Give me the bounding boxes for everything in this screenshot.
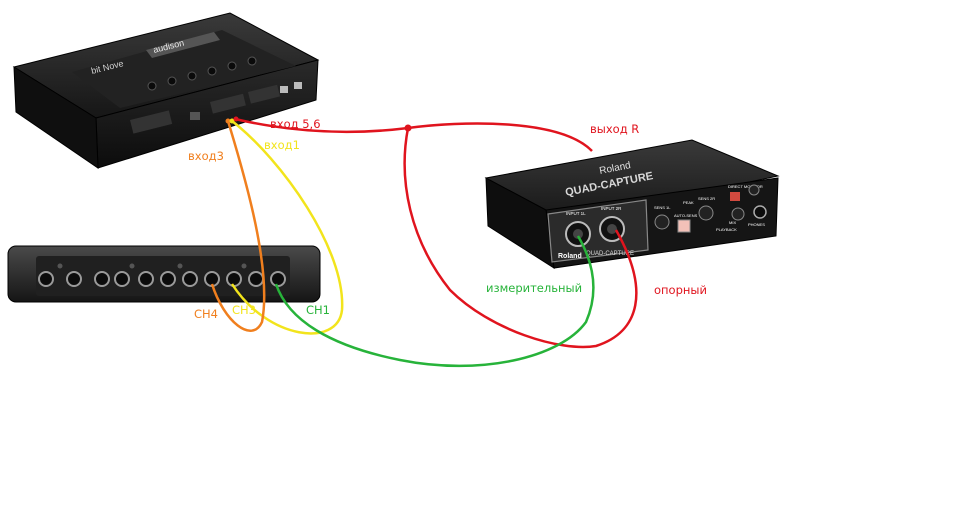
- interface-sens-2-knob: [698, 205, 714, 221]
- interface-brand-front: Roland: [558, 253, 582, 260]
- interface-sens-1-knob: [654, 214, 670, 230]
- rca-box: [7, 245, 321, 303]
- rca-jacks: [38, 271, 286, 287]
- dsp-connector-block-3: [248, 84, 281, 104]
- interface-input-1-jack-core: [573, 229, 583, 239]
- dsp-optical-port-1: [280, 86, 288, 93]
- cable-red-junction: [404, 124, 412, 132]
- interface-auto-sens-label: AUTO-SENS: [674, 213, 698, 218]
- interface-sens-2-label: SENS 2R: [698, 196, 715, 201]
- cable-orange-in3-to-ch4: [210, 120, 266, 332]
- interface-sens-1-label: SENS 1L: [654, 205, 671, 210]
- dsp-connector-block-1: [130, 110, 173, 134]
- dsp-brand-plate: [146, 32, 220, 58]
- label-input-1: вход1: [264, 138, 300, 152]
- interface-input-2-jack-core: [607, 224, 617, 234]
- dsp-panel: [72, 30, 296, 108]
- dsp-rca-inputs: [147, 56, 257, 91]
- label-output-r: выход R: [590, 122, 639, 136]
- label-input-5-6: вход 5,6: [270, 117, 321, 131]
- interface-mix-label: MIX: [729, 220, 736, 225]
- interface-phones-knob: [748, 184, 760, 196]
- rca-screws: [57, 263, 247, 269]
- interface-playback-label: PLAYBACK: [716, 227, 737, 232]
- interface-phones-label: PHONES: [748, 222, 765, 227]
- dsp-left-face: [13, 66, 99, 169]
- interface-mix-knob: [731, 207, 745, 221]
- label-measurement: измерительный: [486, 281, 582, 295]
- label-ch1: CH1: [306, 303, 330, 317]
- interface-auto-sens-button: [677, 219, 691, 233]
- interface-input-2-label: INPUT 2R: [601, 206, 622, 211]
- cable-red-reference-loop: [403, 127, 638, 349]
- interface-peak-label: PEAK: [683, 200, 694, 205]
- dsp-plug-markers: [225, 116, 239, 124]
- label-input-3: вход3: [188, 149, 224, 163]
- dsp-optical-port-2: [294, 82, 302, 89]
- interface-phones-jack: [753, 205, 767, 219]
- dsp-device: audison bit Nove: [12, 12, 320, 169]
- interface-direct-monitor-button: [730, 192, 740, 201]
- interface-input-1-label: INPUT 1L: [566, 211, 586, 216]
- interface-model-front: QUAD-CAPTURE: [586, 251, 634, 257]
- cable-yellow-in1-to-ch3: [230, 120, 344, 335]
- interface-direct-monitor-label: DIRECT MONITOR: [728, 184, 763, 189]
- interface-left-face: [485, 177, 555, 270]
- audio-interface: Roland QUAD-CAPTURE INPUT 1L INPUT 2R SE…: [484, 139, 780, 270]
- interface-xlr-panel: [547, 199, 649, 263]
- dsp-ethernet-port: [190, 112, 200, 120]
- label-ch4: CH4: [194, 307, 218, 321]
- label-reference: опорный: [654, 283, 707, 297]
- dsp-connector-block-2: [210, 93, 246, 114]
- label-ch3: CH3: [232, 303, 256, 317]
- cable-green-ch1-to-measure: [274, 235, 595, 368]
